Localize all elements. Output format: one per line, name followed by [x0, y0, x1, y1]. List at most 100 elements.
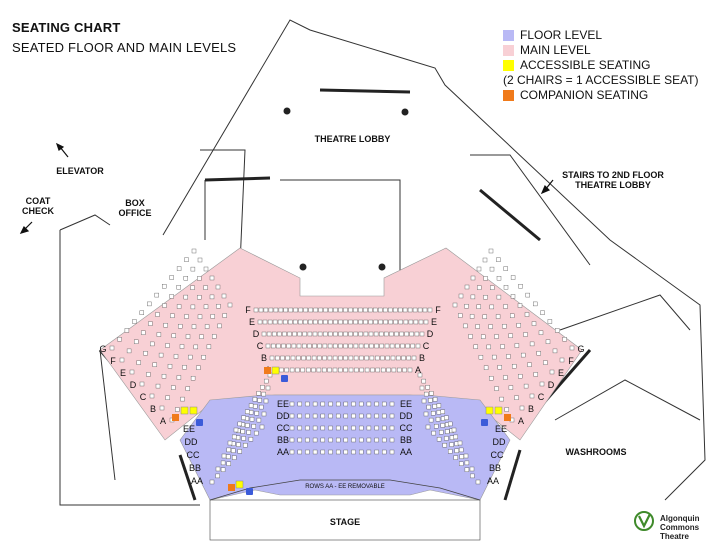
seat[interactable] — [525, 292, 530, 298]
seat[interactable] — [353, 331, 358, 337]
seat[interactable] — [373, 307, 378, 313]
seat[interactable] — [401, 355, 406, 361]
seat[interactable] — [245, 409, 250, 414]
seat[interactable] — [261, 331, 267, 337]
seat[interactable] — [348, 343, 353, 349]
seat[interactable] — [156, 332, 162, 337]
seat[interactable] — [333, 319, 338, 325]
seat[interactable] — [354, 367, 359, 373]
seat[interactable] — [285, 355, 290, 361]
seat[interactable] — [429, 391, 434, 396]
seat[interactable] — [190, 304, 196, 310]
seat[interactable] — [459, 461, 464, 466]
seat[interactable] — [193, 344, 199, 350]
seat[interactable] — [397, 367, 402, 373]
seat[interactable] — [539, 381, 545, 387]
seat[interactable] — [359, 367, 364, 373]
seat[interactable] — [418, 319, 424, 325]
seat[interactable] — [407, 307, 413, 313]
seat[interactable] — [231, 448, 236, 453]
seat[interactable] — [389, 413, 395, 419]
seat[interactable] — [184, 257, 189, 262]
seat[interactable] — [500, 344, 505, 349]
seat[interactable] — [475, 324, 480, 329]
seat[interactable] — [343, 425, 348, 431]
seat[interactable] — [514, 395, 519, 400]
seat[interactable] — [169, 294, 174, 299]
seat[interactable] — [227, 302, 233, 308]
seat[interactable] — [533, 301, 538, 307]
seat[interactable] — [411, 355, 417, 361]
seat[interactable] — [381, 367, 386, 373]
seat[interactable] — [405, 343, 410, 349]
seat[interactable] — [287, 331, 292, 337]
seat[interactable] — [389, 343, 395, 349]
seat[interactable] — [502, 324, 507, 329]
seat[interactable] — [496, 276, 502, 281]
seat[interactable] — [444, 415, 449, 420]
seat[interactable] — [311, 367, 316, 373]
seat[interactable] — [569, 345, 575, 351]
seat[interactable] — [404, 331, 409, 337]
seat[interactable] — [318, 319, 323, 325]
seat[interactable] — [252, 397, 258, 402]
seat[interactable] — [523, 383, 529, 389]
seat[interactable] — [510, 313, 515, 318]
seat[interactable] — [503, 375, 508, 380]
seat[interactable] — [300, 367, 305, 373]
seat[interactable] — [263, 398, 269, 404]
seat[interactable] — [197, 314, 203, 319]
seat[interactable] — [313, 319, 318, 325]
seat[interactable] — [524, 312, 530, 317]
seat[interactable] — [155, 312, 160, 317]
seat[interactable] — [136, 360, 141, 365]
seat[interactable] — [183, 276, 189, 281]
seat[interactable] — [363, 331, 369, 337]
seat[interactable] — [494, 334, 499, 339]
seat[interactable] — [333, 331, 338, 337]
seat[interactable] — [454, 448, 459, 453]
seat[interactable] — [431, 430, 436, 436]
seat[interactable] — [308, 307, 313, 313]
seat[interactable] — [398, 307, 403, 313]
seat[interactable] — [445, 429, 450, 434]
seat[interactable] — [473, 344, 478, 349]
seat[interactable] — [165, 395, 170, 400]
seat[interactable] — [364, 367, 370, 373]
seat[interactable] — [518, 284, 523, 289]
seat[interactable] — [384, 343, 390, 349]
seat[interactable] — [417, 307, 423, 313]
seat[interactable] — [523, 332, 528, 337]
seat[interactable] — [431, 411, 436, 416]
seat[interactable] — [289, 413, 295, 419]
seat[interactable] — [305, 401, 310, 407]
seat[interactable] — [312, 425, 318, 431]
seat[interactable] — [185, 334, 191, 339]
seat[interactable] — [312, 331, 318, 337]
seat[interactable] — [477, 285, 482, 290]
seat[interactable] — [393, 319, 398, 325]
seat[interactable] — [366, 413, 372, 419]
seat[interactable] — [265, 343, 271, 349]
seat[interactable] — [378, 307, 383, 313]
seat[interactable] — [406, 355, 411, 361]
seat[interactable] — [458, 313, 463, 318]
seat[interactable] — [343, 319, 348, 325]
seat[interactable] — [552, 348, 558, 354]
seat[interactable] — [419, 331, 425, 337]
seat[interactable] — [176, 266, 182, 271]
seat[interactable] — [366, 425, 372, 431]
seat[interactable] — [459, 454, 464, 459]
seat[interactable] — [249, 417, 255, 422]
seat[interactable] — [402, 367, 407, 373]
seat[interactable] — [510, 294, 516, 299]
seat[interactable] — [422, 307, 428, 313]
seat[interactable] — [265, 385, 271, 391]
seat[interactable] — [237, 449, 243, 454]
seat[interactable] — [452, 302, 458, 308]
seat[interactable] — [417, 372, 423, 378]
seat[interactable] — [459, 447, 464, 453]
seat[interactable] — [263, 307, 269, 313]
seat[interactable] — [368, 331, 374, 337]
seat[interactable] — [277, 319, 283, 325]
